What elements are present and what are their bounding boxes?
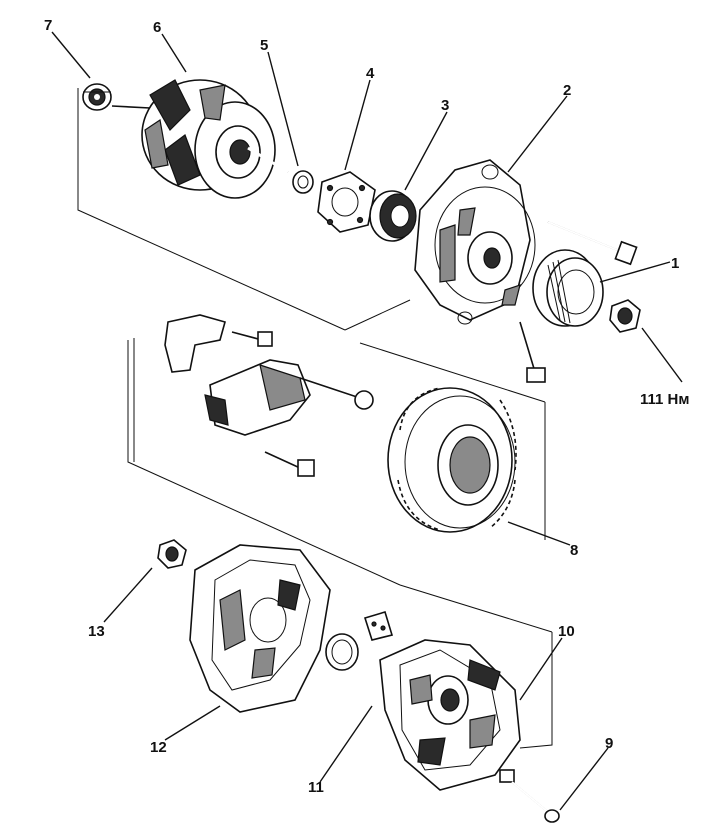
part-6-rotor — [111, 79, 289, 199]
part-7-rear-bearing — [82, 83, 112, 111]
callout-5: 5 — [260, 37, 268, 54]
part-3-front-bearing — [369, 190, 417, 242]
callout-3: 3 — [441, 97, 449, 114]
callout-9: 9 — [605, 735, 613, 752]
part-11-voltage-regulator — [379, 639, 521, 791]
seal-ring — [325, 633, 359, 671]
callout-7: 7 — [44, 17, 52, 34]
part-1-pulley — [532, 249, 604, 327]
part-8-stator — [387, 387, 517, 533]
callout-12: 12 — [150, 739, 167, 756]
callout-4: 4 — [366, 65, 375, 82]
part-9-terminal-wire — [499, 769, 560, 823]
part-12-rear-cover — [189, 544, 331, 713]
assembly-frame-lines — [77, 88, 553, 749]
callout-6: 6 — [153, 19, 161, 36]
callout-torque: 111 Нм — [640, 391, 689, 408]
callout-labels: 7 6 5 4 3 2 1 111 Нм 8 13 10 9 12 11 — [44, 17, 689, 796]
part-13-nut — [157, 539, 187, 569]
bolt-lower — [519, 321, 546, 383]
callout-13: 13 — [88, 623, 105, 640]
callout-8: 8 — [570, 542, 578, 559]
rectifier-bracket — [204, 359, 374, 477]
brush-assembly — [363, 611, 394, 641]
through-bolt-upper — [547, 221, 638, 266]
leader-lines — [51, 31, 683, 811]
callout-1: 1 — [671, 255, 679, 272]
pulley-nut — [609, 299, 641, 333]
part-4-retainer-plate — [317, 171, 376, 233]
part-2-drive-end-housing — [414, 159, 536, 325]
callout-11: 11 — [308, 779, 324, 796]
part-5-spacer — [292, 170, 314, 194]
callout-10: 10 — [558, 623, 575, 640]
callout-2: 2 — [563, 82, 571, 99]
brush-holder-bracket — [164, 314, 273, 373]
